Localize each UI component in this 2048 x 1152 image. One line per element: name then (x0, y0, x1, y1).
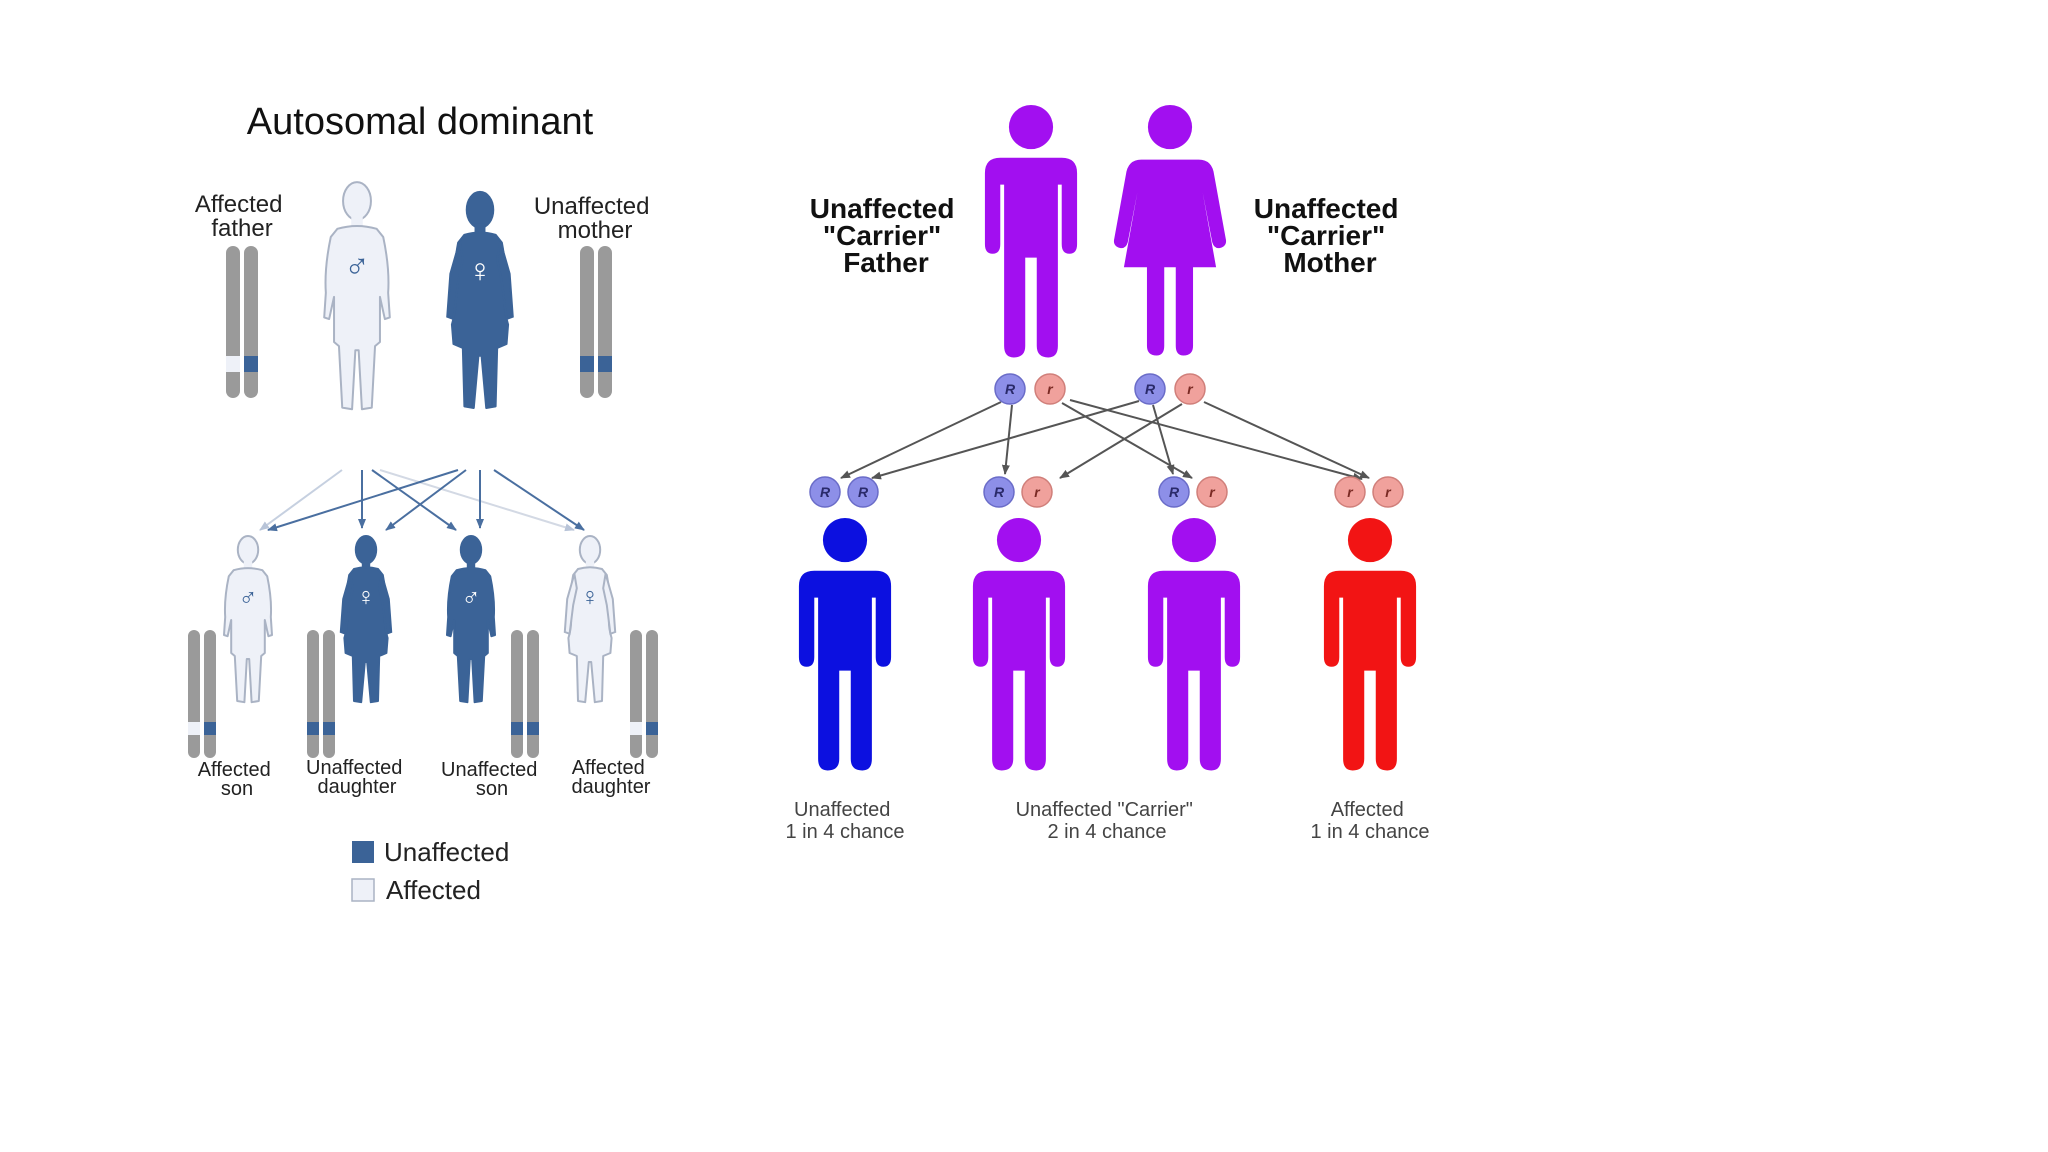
carrier-cross-panel: Unaffected "Carrier" Father Unaffected "… (786, 104, 1430, 843)
svg-text:♂: ♂ (239, 583, 258, 611)
carrier-father-figure (984, 104, 1078, 358)
unaffected-daughter-chromosome-pair (307, 630, 335, 758)
legend-swatch-affected (351, 878, 375, 902)
legend-swatch-unaffected (352, 841, 374, 863)
dominant-allele-circle: R (983, 476, 1015, 508)
offspring-figure (798, 517, 892, 771)
carrier-father (984, 104, 1078, 358)
affected-father-figure: ♂ (323, 181, 391, 411)
panel-title: Autosomal dominant (247, 101, 594, 143)
unaffected-son-figure: ♂ (446, 535, 497, 704)
carrier-mother-figure (1113, 104, 1227, 356)
svg-text:R: R (1005, 381, 1016, 397)
child-label: Unaffected son (441, 759, 543, 800)
recessive-allele-circle: r (1196, 476, 1228, 508)
offspring-figures (798, 517, 1417, 771)
svg-text:r: r (1047, 381, 1054, 397)
child-label: Affected son (198, 759, 277, 800)
offspring-figure (1323, 517, 1417, 771)
svg-text:R: R (820, 484, 831, 500)
svg-text:♂: ♂ (344, 246, 370, 284)
svg-text:r: r (1347, 484, 1354, 500)
offspring-caption: Unaffected 1 in 4 chance (786, 799, 905, 843)
svg-text:R: R (1145, 381, 1156, 397)
inheritance-arrows-right (840, 399, 1370, 481)
offspring-figure (1147, 517, 1241, 771)
legend: Unaffected Affected (351, 837, 509, 905)
recessive-allele-circle: r (1021, 476, 1053, 508)
carrier-mother-label: Unaffected "Carrier" Mother (1254, 193, 1406, 278)
legend-label: Affected (386, 875, 481, 905)
svg-text:r: r (1385, 484, 1392, 500)
dominant-allele-circle: R (994, 373, 1026, 405)
recessive-allele-circle: r (1334, 476, 1366, 508)
child-label: Affected daughter (572, 757, 651, 798)
carrier-mother (1113, 104, 1227, 356)
dominant-allele-circle: R (1134, 373, 1166, 405)
svg-text:R: R (1169, 484, 1180, 500)
affected-daughter-figure: ♀ (563, 535, 617, 704)
inheritance-arrows-left (259, 469, 585, 532)
autosomal-dominant-panel: Autosomal dominant Affected father Unaff… (188, 101, 658, 905)
child-label: Unaffected daughter (306, 757, 408, 798)
svg-text:r: r (1187, 381, 1194, 397)
dominant-allele-circle: R (809, 476, 841, 508)
offspring-caption: Affected 1 in 4 chance (1311, 799, 1430, 843)
svg-text:R: R (858, 484, 869, 500)
unaffected-daughter-figure: ♀ (339, 535, 393, 704)
svg-text:r: r (1209, 484, 1216, 500)
father-chromosome-pair (226, 246, 258, 398)
svg-text:♀: ♀ (357, 583, 376, 611)
affected-daughter-chromosome-pair (630, 630, 658, 758)
mother-chromosome-pair (580, 246, 612, 398)
mother-label: Unaffected mother (534, 193, 656, 244)
offspring-caption: Unaffected "Carrier" 2 in 4 chance (1016, 799, 1199, 843)
affected-son-figure: ♂ (223, 535, 274, 704)
unaffected-mother-figure: ♀ (446, 190, 514, 409)
unaffected-son-chromosome-pair (511, 630, 539, 758)
svg-text:r: r (1034, 484, 1041, 500)
affected-son-chromosome-pair (188, 630, 216, 758)
legend-label: Unaffected (384, 837, 509, 867)
svg-text:♀: ♀ (468, 252, 493, 289)
recessive-allele-circle: r (1174, 373, 1206, 405)
recessive-allele-circle: r (1372, 476, 1404, 508)
svg-text:R: R (994, 484, 1005, 500)
offspring-figure (972, 517, 1066, 771)
svg-text:♂: ♂ (462, 583, 481, 611)
carrier-father-label: Unaffected "Carrier" Father (810, 193, 962, 278)
recessive-allele-circle: r (1034, 373, 1066, 405)
svg-text:♀: ♀ (581, 583, 600, 611)
dominant-allele-circle: R (1158, 476, 1190, 508)
father-label: Affected father (195, 191, 289, 242)
dominant-allele-circle: R (847, 476, 879, 508)
